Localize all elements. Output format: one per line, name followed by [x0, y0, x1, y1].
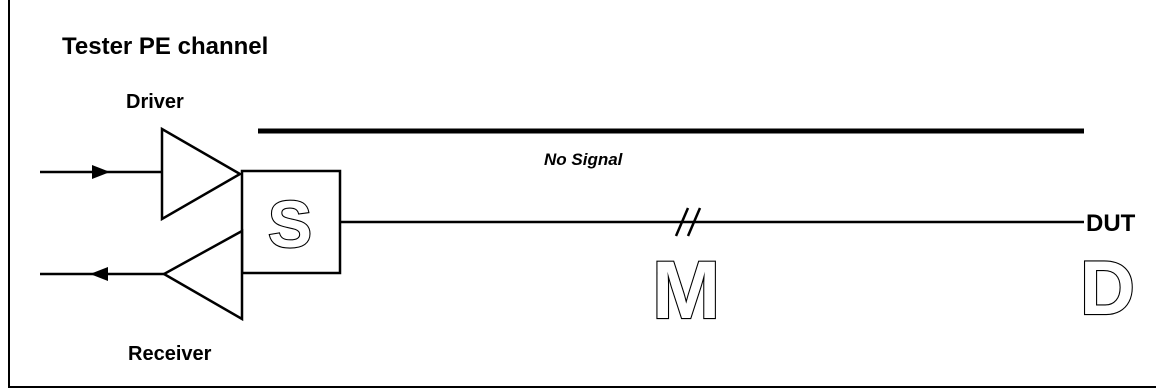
switch-letter: S: [268, 187, 312, 261]
frame-bottom-border: [8, 386, 1156, 388]
receiver-label: Receiver: [128, 343, 212, 365]
driver-label: Driver: [126, 91, 184, 113]
diagram-title: Tester PE channel: [62, 33, 268, 60]
frame-left-border: [8, 0, 10, 388]
driver-triangle: [160, 126, 243, 222]
media-letter: M: [652, 245, 720, 336]
receiver-triangle: [161, 228, 244, 322]
receiver-output-arrow: [90, 267, 108, 281]
dut-letter: D: [1080, 246, 1135, 331]
break-mark-1: [674, 207, 690, 237]
break-mark-2: [686, 207, 702, 237]
no-signal-label: No Signal: [544, 150, 624, 169]
dut-label: DUT: [1086, 210, 1136, 237]
driver-input-arrow: [92, 165, 110, 179]
